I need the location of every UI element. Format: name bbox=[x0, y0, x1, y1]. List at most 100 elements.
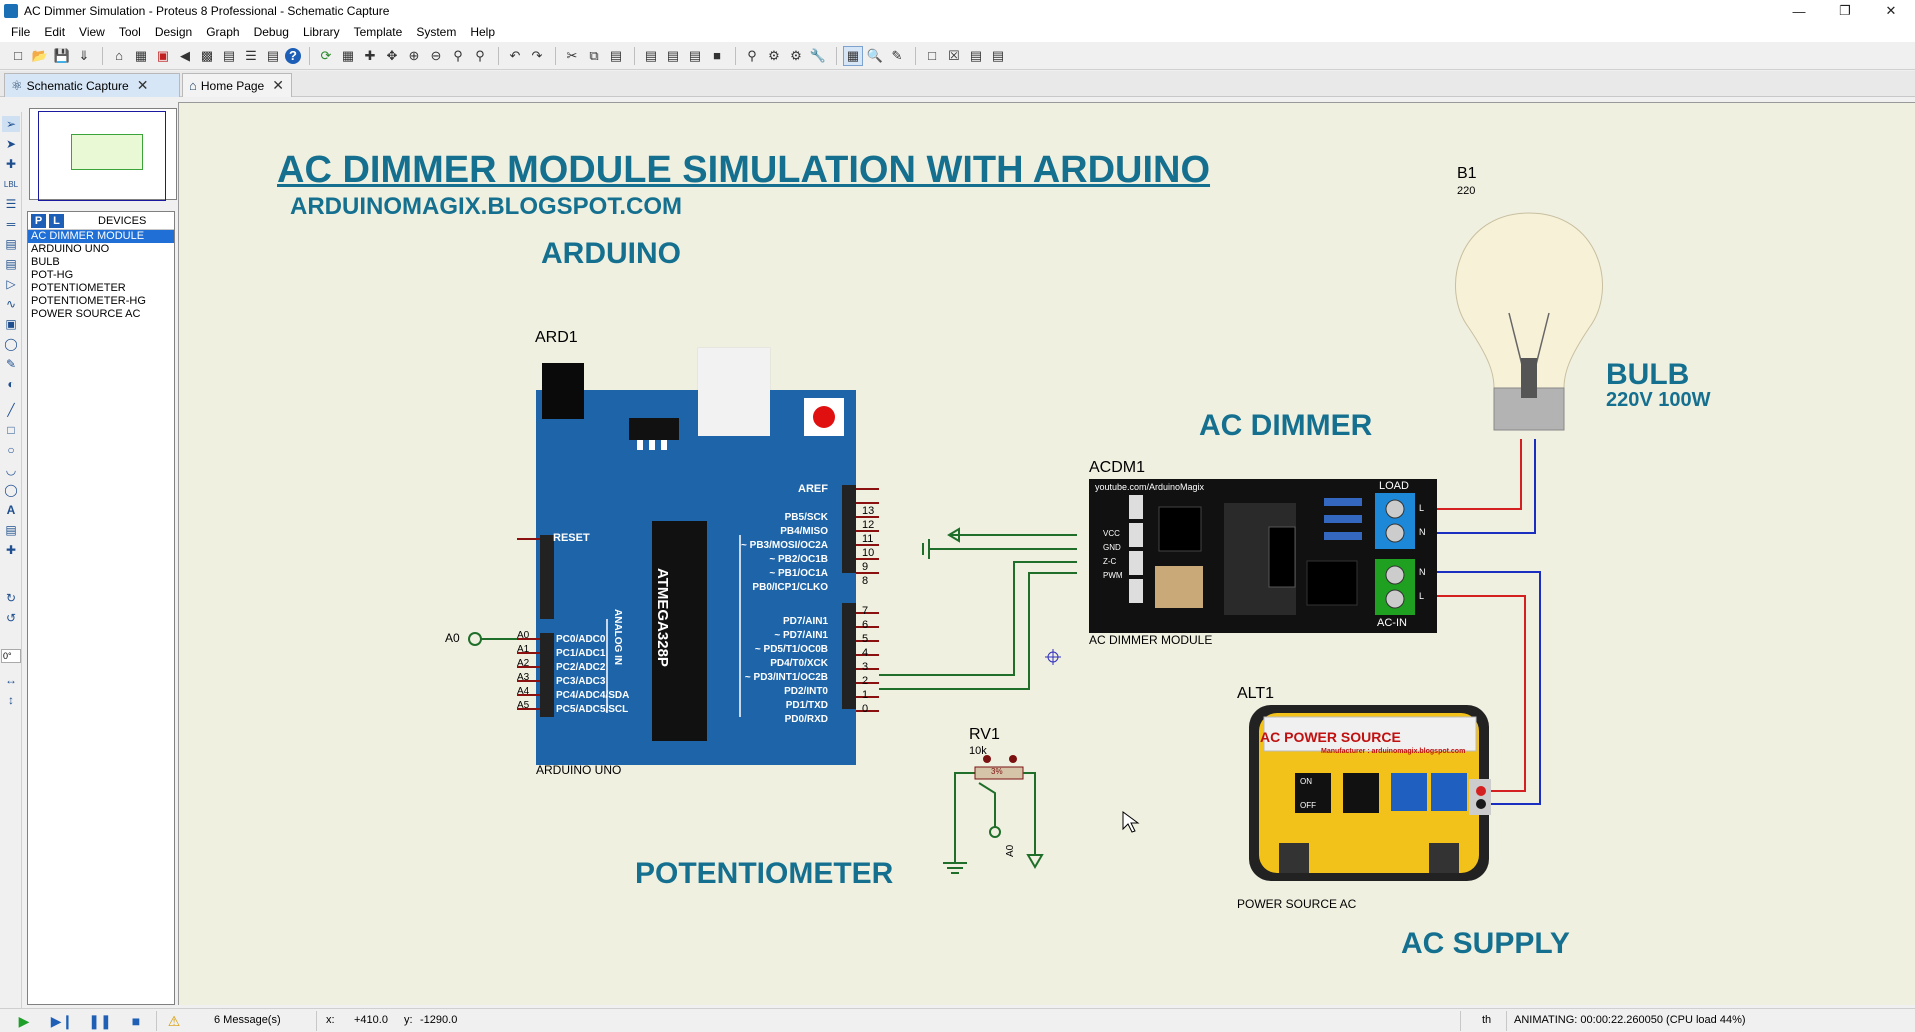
arduino-uno-component[interactable] bbox=[517, 347, 879, 765]
circle-tool-icon[interactable]: ○ bbox=[7, 443, 15, 457]
generator-mode-icon[interactable]: ◯ bbox=[4, 337, 18, 351]
schematic-canvas[interactable]: AC DIMMER MODULE SIMULATION WITH ARDUINO… bbox=[178, 102, 1915, 1005]
menu-template[interactable]: Template bbox=[353, 25, 403, 39]
zoom-in-icon[interactable]: ⊕ bbox=[408, 47, 420, 63]
help-icon[interactable]: ? bbox=[285, 47, 301, 64]
pcb-icon[interactable]: ▣ bbox=[156, 47, 170, 63]
device-item-arduino-uno[interactable]: ARDUINO UNO bbox=[31, 243, 110, 255]
tape-recorder-icon[interactable]: ▣ bbox=[5, 317, 17, 331]
back-icon[interactable]: ◀ bbox=[180, 47, 190, 63]
pause-icon[interactable]: ❚❚ bbox=[88, 1012, 112, 1029]
text-tool-icon[interactable]: A bbox=[6, 503, 16, 517]
graph-mode-icon[interactable]: ∿ bbox=[5, 297, 17, 311]
menu-edit[interactable]: Edit bbox=[44, 25, 66, 39]
menu-debug[interactable]: Debug bbox=[253, 25, 289, 39]
bom-icon[interactable]: ▤ bbox=[222, 47, 236, 63]
rotate-clockwise-icon[interactable]: ↻ bbox=[5, 591, 17, 605]
bus-mode-icon[interactable]: ═ bbox=[6, 217, 16, 231]
messages-count[interactable]: 6 Message(s) bbox=[214, 1014, 281, 1026]
library-manager-button[interactable]: L bbox=[49, 213, 64, 228]
decompose-icon[interactable]: 🔧 bbox=[809, 47, 827, 63]
rotate-anticlockwise-icon[interactable]: ↺ bbox=[5, 611, 17, 625]
symbol-tool-icon[interactable]: ▤ bbox=[5, 523, 17, 537]
menu-design[interactable]: Design bbox=[154, 25, 193, 39]
terminals-mode-icon[interactable]: ▤ bbox=[5, 257, 17, 271]
pick-device-icon[interactable]: ⚲ bbox=[747, 47, 757, 63]
pick-device-button[interactable]: P bbox=[31, 213, 46, 228]
tab-home-page[interactable]: ⌂ Home Page ✕ bbox=[182, 73, 292, 97]
overview-viewport[interactable] bbox=[38, 111, 166, 201]
package-tool-icon[interactable]: ⚙ bbox=[790, 47, 802, 63]
undo-icon[interactable]: ↶ bbox=[509, 47, 521, 63]
search-icon[interactable]: 🔍 bbox=[866, 47, 884, 63]
pin-mode-icon[interactable]: ▷ bbox=[6, 277, 16, 291]
selection-mode-icon[interactable]: ➢ bbox=[2, 116, 20, 132]
menu-view[interactable]: View bbox=[79, 25, 105, 39]
probe-mode-icon[interactable]: ✎ bbox=[5, 357, 17, 371]
arc-tool-icon[interactable]: ◡ bbox=[5, 463, 17, 477]
property-assign-icon[interactable]: ✎ bbox=[891, 47, 903, 63]
device-item-bulb[interactable]: BULB bbox=[31, 256, 60, 268]
mirror-vertical-icon[interactable]: ↕ bbox=[8, 693, 14, 707]
minimize-icon[interactable]: — bbox=[1792, 3, 1806, 19]
new-sheet-icon[interactable]: □ bbox=[928, 48, 936, 63]
junction-mode-icon[interactable]: ✚ bbox=[5, 157, 17, 171]
menu-help[interactable]: Help bbox=[470, 25, 496, 39]
wire-autorouter-icon[interactable]: ▦ bbox=[843, 45, 863, 66]
a0-terminal[interactable] bbox=[468, 632, 517, 646]
cut-icon[interactable]: ✂ bbox=[566, 47, 578, 63]
device-item-power-source-ac[interactable]: POWER SOURCE AC bbox=[31, 308, 141, 320]
origin-icon[interactable]: ✚ bbox=[364, 47, 376, 63]
instruments-mode-icon[interactable]: ◐ bbox=[7, 377, 15, 391]
power-source-ac-component[interactable] bbox=[1249, 705, 1491, 881]
zoom-out-icon[interactable]: ⊖ bbox=[430, 47, 442, 63]
close-icon[interactable]: ✕ bbox=[1885, 3, 1897, 18]
wire-label-mode-icon[interactable]: LBL bbox=[3, 179, 19, 189]
notes-icon[interactable]: ☰ bbox=[245, 47, 257, 63]
stop-icon[interactable]: ■ bbox=[131, 1013, 141, 1029]
pan-icon[interactable]: ✥ bbox=[386, 47, 398, 63]
document-icon[interactable]: ▤ bbox=[266, 47, 280, 63]
potentiometer-component[interactable] bbox=[943, 755, 1044, 874]
menu-library[interactable]: Library bbox=[302, 25, 340, 39]
bulb-component[interactable] bbox=[1455, 212, 1603, 431]
component-mode-icon[interactable]: ➤ bbox=[5, 137, 17, 151]
play-icon[interactable]: ▶ bbox=[18, 1012, 30, 1029]
mirror-horizontal-icon[interactable]: ↔ bbox=[5, 673, 17, 687]
step-icon[interactable]: ▶❙ bbox=[50, 1012, 74, 1029]
open-file-icon[interactable]: 📂 bbox=[31, 47, 49, 63]
menu-tool[interactable]: Tool bbox=[118, 25, 141, 39]
menu-system[interactable]: System bbox=[416, 25, 457, 39]
block-delete-icon[interactable]: ■ bbox=[713, 48, 721, 63]
line-tool-icon[interactable]: ╱ bbox=[7, 403, 15, 417]
exit-parent-icon[interactable]: ▤ bbox=[969, 47, 983, 63]
close-tab-icon[interactable]: ✕ bbox=[136, 77, 149, 93]
device-item-potentiometer-hg[interactable]: POTENTIOMETER-HG bbox=[31, 295, 146, 307]
zoom-area-icon[interactable]: ⚲ bbox=[475, 47, 485, 63]
netlist-icon[interactable]: ▤ bbox=[991, 47, 1005, 63]
device-item-potentiometer[interactable]: POTENTIOMETER bbox=[31, 282, 126, 294]
warning-icon[interactable]: ⚠ bbox=[167, 1012, 181, 1029]
save-icon[interactable]: 💾 bbox=[53, 47, 71, 63]
grid-icon[interactable]: ▦ bbox=[341, 47, 355, 63]
device-item-ac-dimmer-module[interactable]: AC DIMMER MODULE bbox=[28, 230, 174, 243]
home-icon[interactable]: ⌂ bbox=[115, 48, 123, 63]
units-indicator[interactable]: th bbox=[1482, 1014, 1492, 1026]
refresh-icon[interactable]: ⟳ bbox=[320, 47, 332, 63]
paste-icon[interactable]: ▤ bbox=[609, 47, 623, 63]
block-copy-icon[interactable]: ▤ bbox=[644, 47, 658, 63]
close-tab-icon[interactable]: ✕ bbox=[272, 77, 284, 93]
device-item-pot-hg[interactable]: POT-HG bbox=[31, 269, 74, 281]
box-tool-icon[interactable]: □ bbox=[7, 423, 15, 437]
block-rotate-icon[interactable]: ▤ bbox=[688, 47, 702, 63]
ac-dimmer-module-component[interactable] bbox=[1089, 479, 1437, 633]
text-script-mode-icon[interactable]: ☰ bbox=[5, 197, 17, 211]
menu-graph[interactable]: Graph bbox=[206, 25, 240, 39]
gallery-icon[interactable]: ▩ bbox=[200, 47, 214, 63]
zoom-all-icon[interactable]: ⚲ bbox=[453, 47, 463, 63]
marker-tool-icon[interactable]: ✚ bbox=[5, 543, 17, 557]
overview-window[interactable] bbox=[29, 108, 177, 201]
block-move-icon[interactable]: ▤ bbox=[666, 47, 680, 63]
restore-icon[interactable]: ❐ bbox=[1839, 3, 1851, 18]
copy-icon[interactable]: ⧉ bbox=[589, 47, 599, 63]
